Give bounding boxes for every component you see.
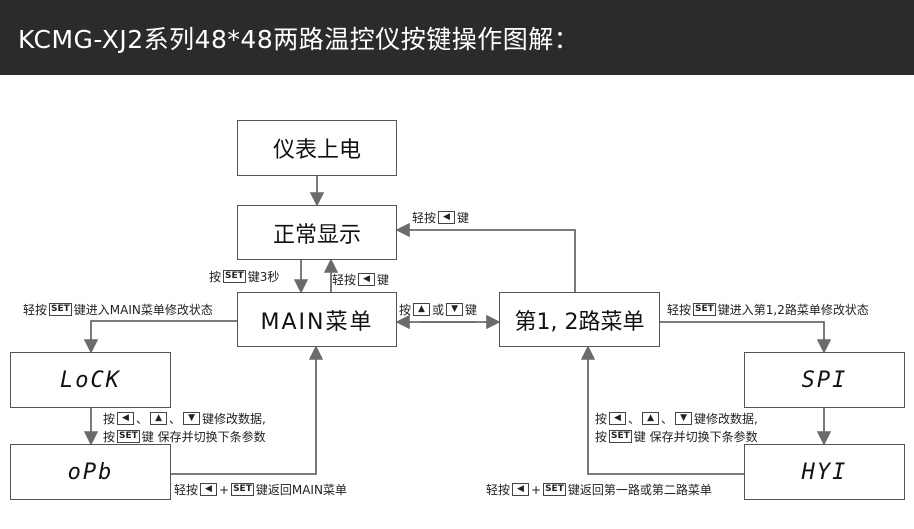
sp1-display: SPI <box>801 367 848 393</box>
text: 键 保存并切换下条参数 <box>141 430 266 444</box>
left-key-icon: ◀ <box>512 483 530 496</box>
lock-display: LoCK <box>60 367 121 393</box>
down-key-icon: ▼ <box>675 412 693 425</box>
text: 轻按 <box>174 483 199 497</box>
text: 按 <box>209 270 222 284</box>
left-key-icon: ◀ <box>117 412 135 425</box>
box-lock: LoCK <box>10 352 171 408</box>
text: 、 <box>136 412 149 426</box>
text: 、 <box>661 412 674 426</box>
box-opb: oPb <box>10 444 171 500</box>
up-key-icon: ▲ <box>413 303 431 316</box>
label-modify-left: 按◀、▲、▼键修改数据, <box>103 410 266 427</box>
text: 或 <box>432 303 445 317</box>
text: + <box>219 482 230 497</box>
text: 键返回第一路或第二路菜单 <box>567 483 712 497</box>
up-key-icon: ▲ <box>150 412 168 425</box>
label-left-back: 轻按◀键 <box>332 271 389 288</box>
box-hy1: HYI <box>744 444 905 500</box>
hy1-display: HYI <box>801 459 848 485</box>
text: 键进入MAIN菜单修改状态 <box>73 303 213 317</box>
text: 按 <box>595 412 608 426</box>
box-power-on: 仪表上电 <box>237 120 397 176</box>
set-key-icon: SET <box>543 483 566 496</box>
set-key-icon: SET <box>693 303 716 316</box>
text: 键返回MAIN菜单 <box>255 483 347 497</box>
text: 轻按 <box>486 483 511 497</box>
text: 、 <box>628 412 641 426</box>
set-key-icon: SET <box>117 430 140 443</box>
label-left-to-normal: 轻按◀键 <box>412 209 469 226</box>
set-key-icon: SET <box>223 270 246 283</box>
text: 键 <box>457 211 470 225</box>
left-key-icon: ◀ <box>609 412 627 425</box>
text: 轻按 <box>412 211 437 225</box>
arrow-main-to-lock <box>83 320 237 354</box>
text: 轻按 <box>332 273 357 287</box>
text: 键3秒 <box>247 270 280 284</box>
text: 按 <box>103 430 116 444</box>
box-main-menu: MAIN菜单 <box>237 292 397 347</box>
text: 轻按 <box>667 303 692 317</box>
text: 键修改数据, <box>694 412 758 426</box>
text: 轻按 <box>23 303 48 317</box>
text: 键进入第1,2路菜单修改状态 <box>717 303 869 317</box>
left-key-icon: ◀ <box>200 483 218 496</box>
text: 按 <box>103 412 116 426</box>
set-key-icon: SET <box>231 483 254 496</box>
label-up-down: 按▲或▼键 <box>399 301 477 318</box>
down-key-icon: ▼ <box>183 412 201 425</box>
text: 键 保存并切换下条参数 <box>633 430 758 444</box>
left-key-icon: ◀ <box>438 211 456 224</box>
label-modify-right: 按◀、▲、▼键修改数据, <box>595 410 758 427</box>
set-key-icon: SET <box>609 430 632 443</box>
down-key-icon: ▼ <box>446 303 464 316</box>
page-title: KCMG-XJ2系列48*48两路温控仪按键操作图解： <box>18 25 580 54</box>
box-normal-display: 正常显示 <box>237 205 397 260</box>
set-key-icon: SET <box>49 303 72 316</box>
opb-display: oPb <box>67 459 114 485</box>
box-menu-1-2: 第1, 2路菜单 <box>499 292 660 347</box>
text: 按 <box>595 430 608 444</box>
arrow-hy1-to-menu12 <box>580 345 744 475</box>
left-key-icon: ◀ <box>358 273 376 286</box>
text: 键修改数据, <box>202 412 266 426</box>
title-bar: KCMG-XJ2系列48*48两路温控仪按键操作图解： <box>0 0 914 75</box>
arrow-menu12-to-sp1 <box>660 321 832 354</box>
arrow-opb-to-main <box>171 345 324 475</box>
arrow-menu12-to-normal <box>395 222 576 292</box>
up-key-icon: ▲ <box>642 412 660 425</box>
text: 键 <box>377 273 390 287</box>
box-sp1: SPI <box>744 352 905 408</box>
text: 按 <box>399 303 412 317</box>
text: 键 <box>465 303 478 317</box>
text: 、 <box>169 412 182 426</box>
text: + <box>531 482 542 497</box>
